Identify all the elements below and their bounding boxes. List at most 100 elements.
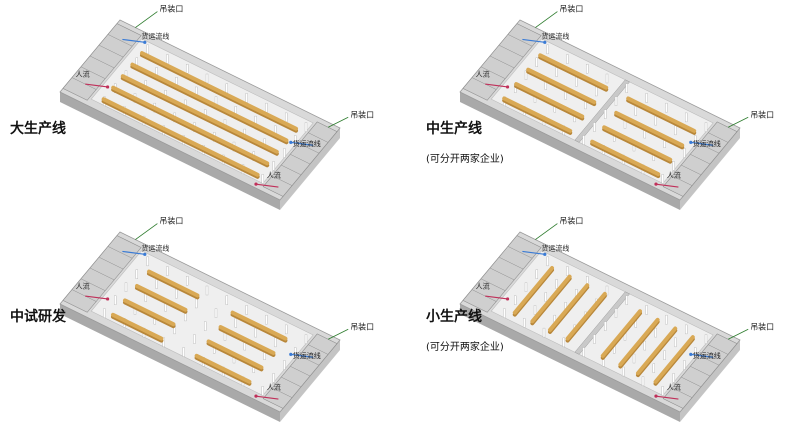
production-line [120, 74, 279, 154]
structural-column [685, 324, 688, 335]
core-partition [107, 246, 133, 259]
hoist-label-right: 吊装口 [750, 321, 774, 331]
structural-column [272, 373, 275, 383]
logistics-label-top: 货运流线 [141, 32, 169, 41]
hoist-label-top: 吊装口 [159, 216, 183, 226]
core-partition [672, 387, 693, 398]
structural-column [594, 86, 598, 97]
people-arrow-right [255, 395, 279, 400]
production-line [653, 335, 695, 384]
structural-column [166, 54, 169, 64]
wall-front-left [60, 92, 280, 210]
structural-column [694, 347, 697, 357]
structural-column [175, 289, 178, 299]
production-line [502, 96, 573, 133]
production-line [590, 139, 661, 177]
structural-column [524, 70, 528, 80]
structural-column [294, 135, 297, 145]
structural-column [704, 334, 708, 344]
production-line [626, 96, 697, 133]
production-line [618, 317, 660, 367]
structural-column [185, 64, 189, 74]
production-line [123, 298, 176, 327]
core-partition [480, 66, 506, 79]
hoist-label-top: 吊装口 [559, 4, 583, 14]
people-arrow-left-head [506, 297, 510, 301]
logistics-label-top: 货运流线 [541, 244, 569, 253]
panel-small-line: 吊装口吊装口货运流线货运流线人流人流 小生产线 (可分开两家企业) [400, 212, 800, 424]
structural-column [513, 295, 517, 305]
structural-column [535, 269, 539, 279]
structural-column [304, 334, 308, 344]
core-partition [89, 267, 115, 281]
wall-front-right [680, 128, 740, 210]
structural-column [632, 353, 636, 364]
hoist-label-top: 吊装口 [559, 216, 583, 226]
structural-column [166, 266, 169, 276]
structural-column [162, 337, 166, 348]
core-partition [290, 366, 311, 377]
production-lines [512, 266, 695, 386]
structural-column [605, 285, 609, 296]
wall-front-right [680, 340, 740, 422]
structural-column [113, 295, 117, 305]
structural-column [304, 122, 308, 132]
production-lines [111, 269, 288, 386]
flow-arrows [85, 250, 314, 400]
structural-column [562, 337, 566, 348]
structural-column [546, 44, 549, 55]
structural-column [683, 360, 686, 370]
structural-column [283, 148, 286, 158]
core-partition [498, 256, 524, 270]
panel-subtitle: (可分开两家企业) [426, 154, 504, 165]
logistics-arrow-right [690, 141, 714, 146]
people-arrow-left [485, 295, 508, 300]
structural-column [542, 327, 546, 338]
production-line [512, 266, 554, 315]
logistics-label-right: 货运流线 [293, 139, 321, 148]
structural-column [593, 122, 596, 132]
structural-column [103, 308, 106, 318]
logistics-label-right: 货运流线 [693, 351, 721, 360]
structural-column [193, 334, 196, 344]
production-line [230, 310, 288, 341]
core-partition [272, 387, 293, 398]
tenant-divider-wall [574, 79, 630, 143]
production-line [101, 97, 260, 177]
people-label-right: 人流 [267, 170, 281, 179]
core-partition [281, 164, 302, 176]
people-arrow-left-head [106, 297, 110, 301]
production-line [194, 353, 252, 384]
production-line [135, 284, 188, 312]
hoist-leader-right [328, 328, 349, 340]
structural-column [245, 93, 248, 103]
people-label-right: 人流 [267, 382, 281, 391]
panel-large-line: 吊装口吊装口货运流线货运流线人流人流 大生产线 [0, 0, 400, 212]
panel-pilot-rd: 吊装口吊装口货运流线货运流线人流人流 中试研发 [0, 212, 400, 424]
structural-column [625, 83, 629, 93]
logistics-arrow-right [690, 353, 714, 358]
structural-column [214, 308, 218, 318]
production-line [538, 53, 609, 90]
panel-subtitle: (可分开两家企业) [426, 342, 504, 353]
production-lines [101, 51, 298, 179]
structural-column [272, 161, 275, 171]
hoist-leader-top [535, 11, 558, 28]
structural-column [685, 112, 688, 123]
production-line [530, 274, 572, 324]
structural-column [625, 295, 629, 305]
structural-column [663, 350, 666, 361]
logistics-arrow-left-head [543, 252, 547, 256]
core-partition [507, 246, 533, 259]
core-partition [308, 132, 329, 143]
core-partition [507, 34, 533, 47]
structural-column [265, 314, 268, 325]
production-line [614, 110, 685, 148]
structural-column [546, 256, 549, 267]
structural-column [194, 298, 198, 309]
core-partition [98, 256, 124, 270]
